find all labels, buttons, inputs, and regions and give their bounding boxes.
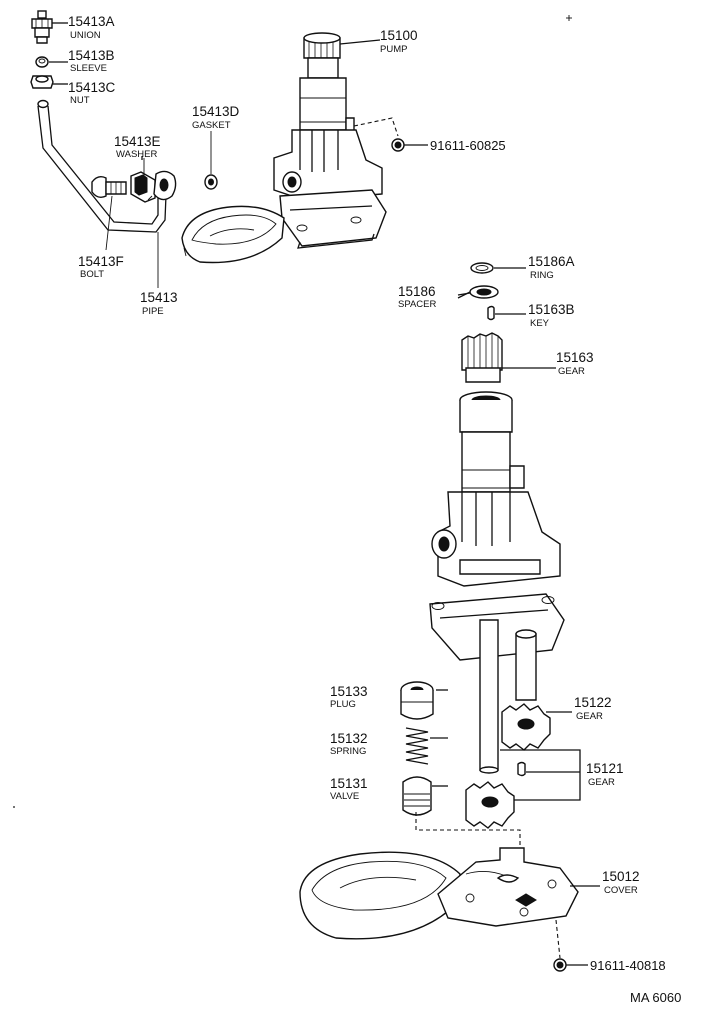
part-name: UNION [70,30,101,41]
part-number: 15122 [574,695,612,710]
part-name: SPACER [398,299,437,310]
union-fitting-drawing [31,10,68,44]
key-drawing [487,305,526,321]
bolt-part-number: 91611-40818 [590,958,666,973]
part-number: 15186A [528,254,575,269]
part-label-15163: 15163 GEAR [556,350,594,377]
part-name: PUMP [380,44,407,55]
part-number: 15413D [192,104,240,119]
part-label-15413B: 15413B SLEEVE [68,48,115,74]
part-number: 15413E [114,134,161,149]
part-name: PLUG [330,699,356,710]
spring-drawing [405,727,429,765]
bolt-label-91611-40818: 91611-40818 [590,958,666,973]
part-name: GEAR [588,777,615,788]
part-name: VALVE [330,791,359,802]
part-name: BOLT [80,269,104,280]
part-label-15186A: 15186A RING [528,254,575,281]
pump-assembly-small-drawing [273,32,399,249]
ring-drawing [470,262,526,274]
part-label-15413E: 15413E WASHER [114,134,161,160]
part-name: KEY [530,318,550,329]
part-name: SPRING [330,746,366,757]
part-label-15122: 15122 GEAR [574,695,612,722]
part-number: 15413A [68,14,115,29]
part-name: PIPE [142,306,164,317]
corner-marks [13,15,572,808]
lower-gear-and-key-drawing [465,749,581,829]
part-label-15413F: 15413F BOLT [78,254,124,280]
part-label-15413: 15413 PIPE [140,290,178,317]
nut-drawing [30,75,68,89]
pump-cover-small-drawing [181,205,285,264]
part-name: COVER [604,885,638,896]
part-name: NUT [70,95,90,106]
part-label-15413A: 15413A UNION [68,14,115,41]
part-label-15131: 15131 VALVE [330,776,368,802]
valve-drawing [402,776,521,846]
part-label-15132: 15132 SPRING [330,731,368,757]
part-name: GEAR [558,366,585,377]
sleeve-drawing [35,56,68,68]
gasket-drawing [204,131,218,190]
part-label-15413C: 15413C NUT [68,80,116,106]
part-number: 15132 [330,731,368,746]
part-number: 15413F [78,254,124,269]
part-number: 15186 [398,284,436,299]
drive-gear-drawing [461,332,556,383]
part-name: RING [530,270,554,281]
part-number: 15413 [140,290,178,305]
part-name: GEAR [576,711,603,722]
washer-bolt-drawing [91,158,177,288]
part-number: 15413C [68,80,116,95]
part-label-15413D: 15413D GASKET [192,104,240,131]
leader-lines [141,39,471,787]
part-name: GASKET [192,120,231,131]
part-number: 15413B [68,48,115,63]
part-label-15100: 15100 PUMP [380,28,418,55]
part-number: 15131 [330,776,368,791]
part-label-15186: 15186 SPACER [398,284,437,310]
drawing-code: MA 6060 [630,990,681,1005]
part-number: 15133 [330,684,368,699]
bolt-91611-60825-drawing [391,138,428,152]
pipe-drawing [37,99,167,233]
part-label-15012: 15012 COVER [602,869,640,896]
part-name: WASHER [116,149,157,160]
lower-cover-drawing [299,847,600,959]
part-number: 15163 [556,350,594,365]
driven-gear-drawing [501,703,572,751]
bolt-91611-40818-drawing [553,958,588,972]
part-label-15163B: 15163B KEY [528,302,575,329]
part-label-15133: 15133 PLUG [330,684,368,710]
pump-shafts-drawing [479,619,537,774]
bolt-label-91611-60825: 91611-60825 [430,138,506,153]
part-number: 15100 [380,28,418,43]
plug-drawing [400,681,434,720]
part-number: 15163B [528,302,575,317]
part-label-15121: 15121 GEAR [586,761,624,788]
part-number: 15121 [586,761,624,776]
part-number: 15012 [602,869,640,884]
spacer-drawing [457,285,499,299]
bolt-part-number: 91611-60825 [430,138,506,153]
part-name: SLEEVE [70,63,107,74]
